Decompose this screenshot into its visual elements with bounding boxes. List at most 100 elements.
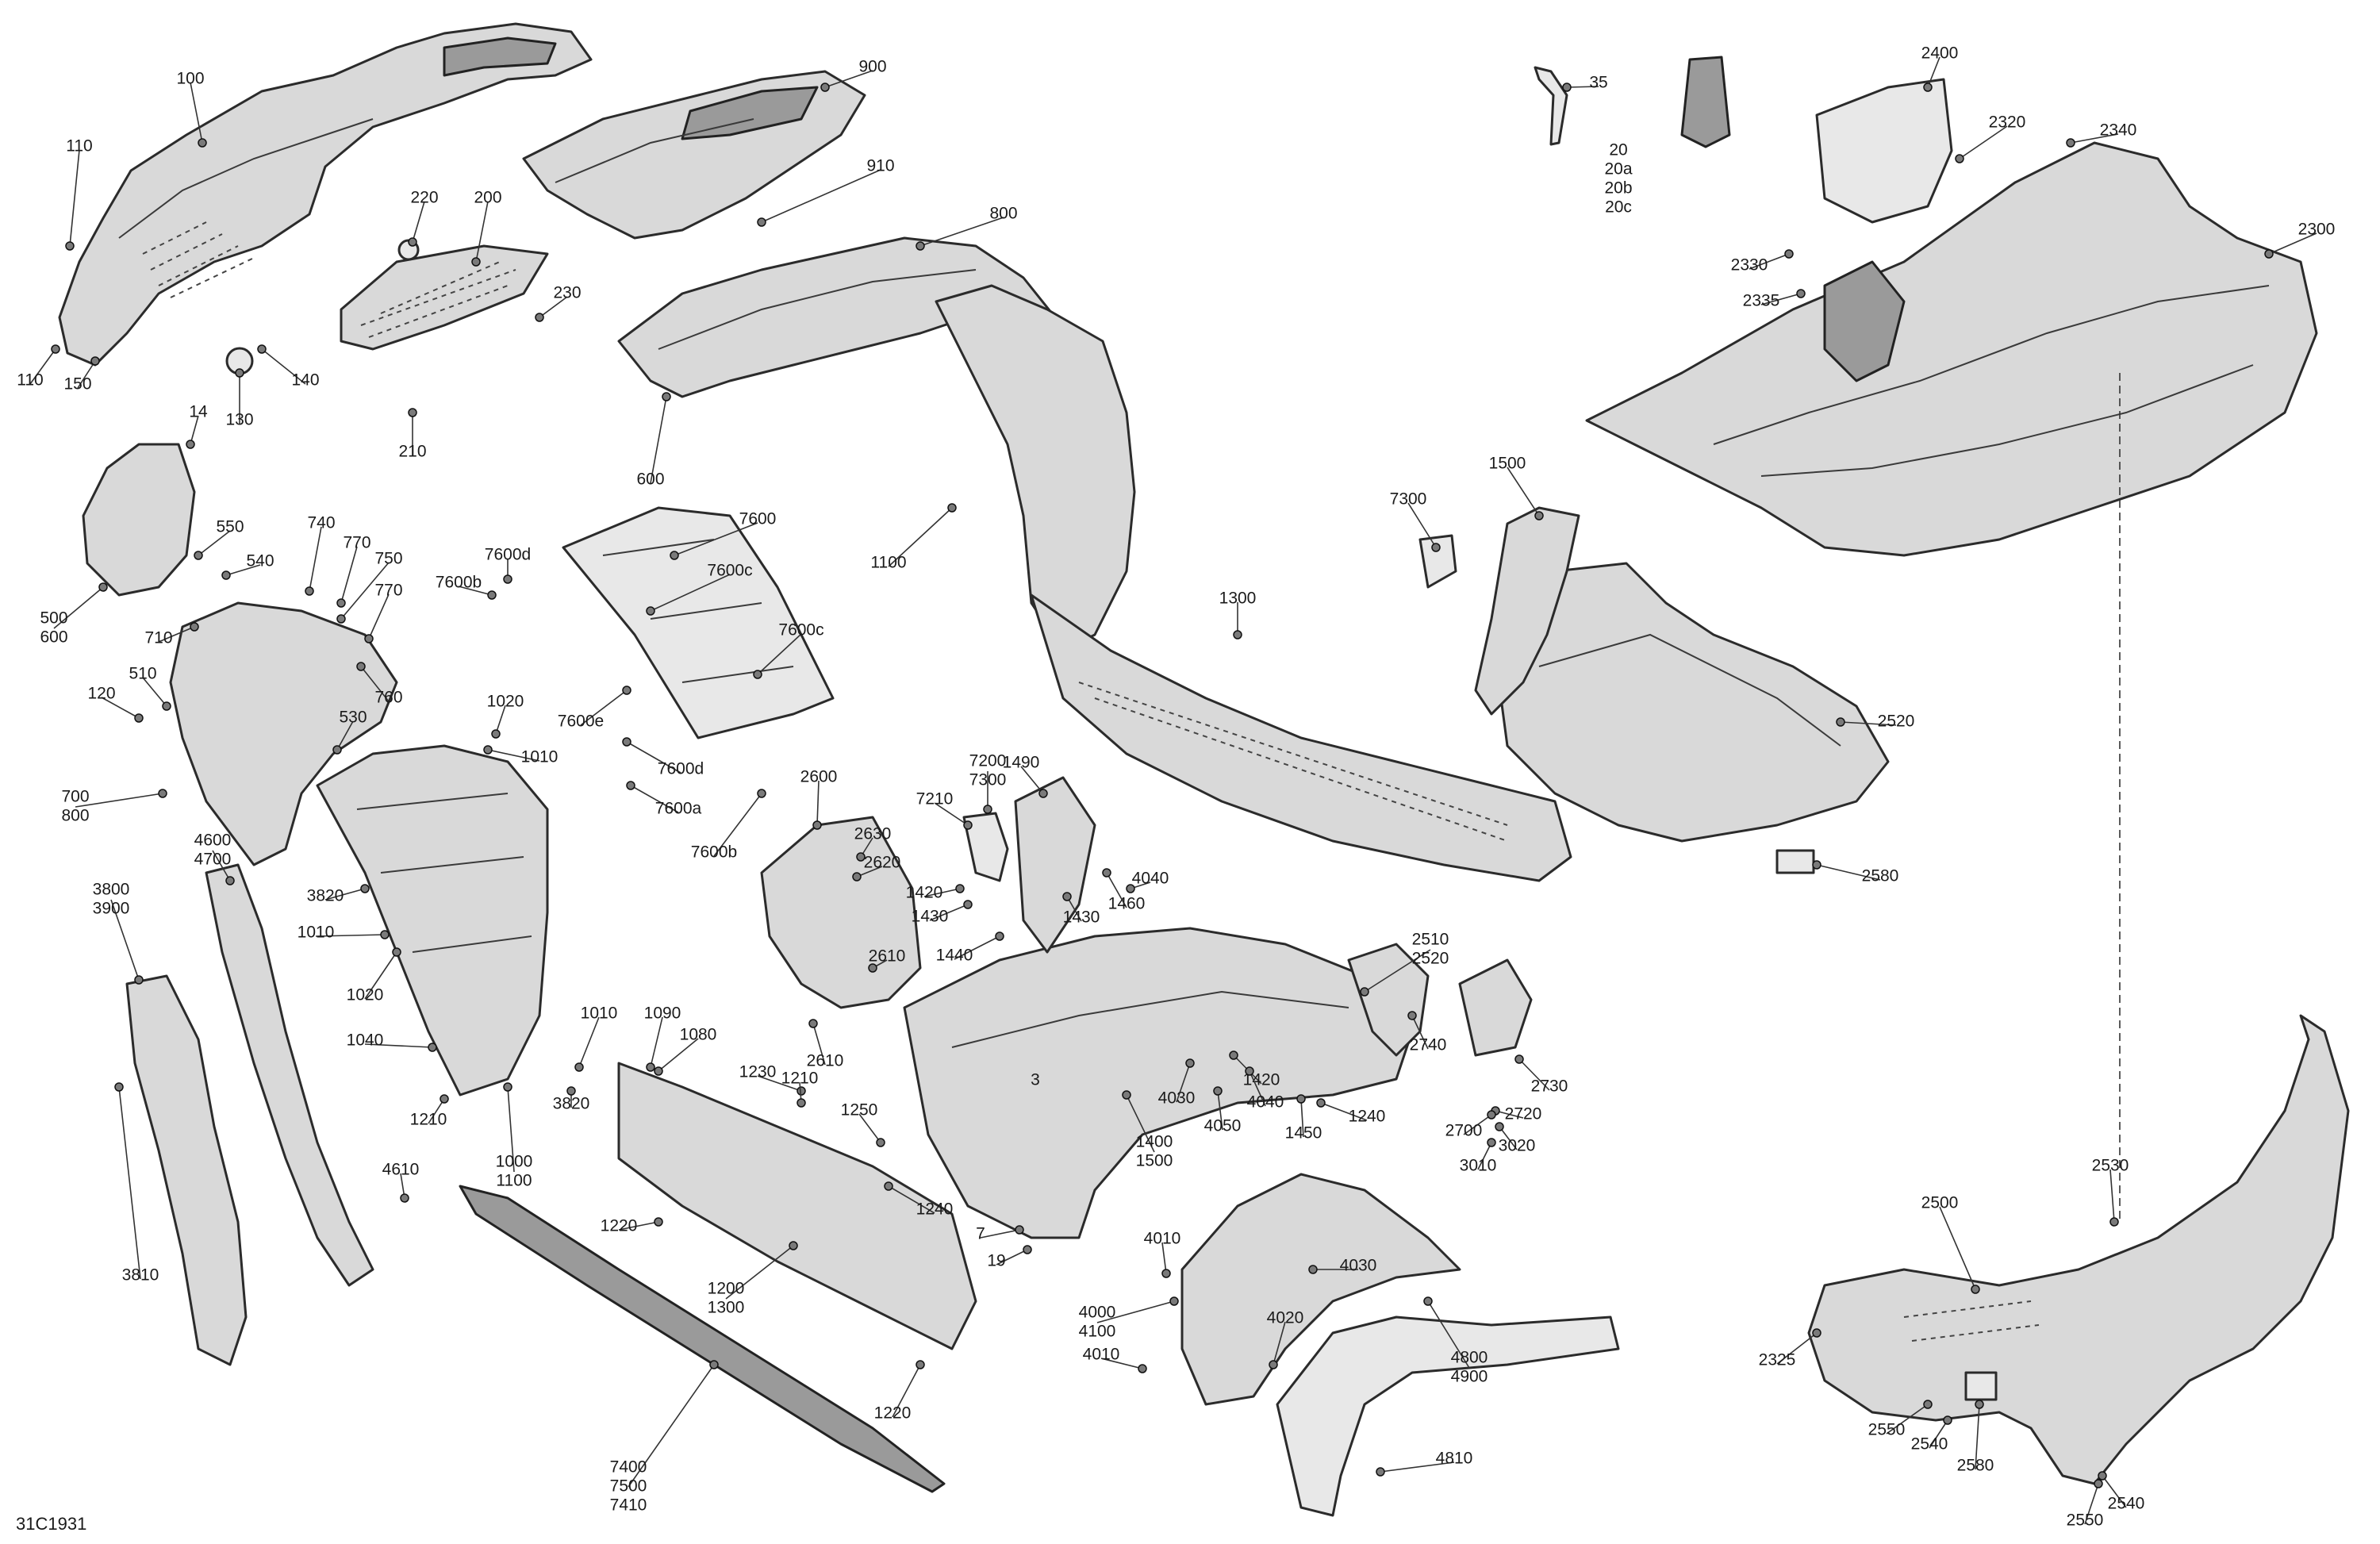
callout-label: 740 (307, 514, 335, 532)
fastener-marker (1955, 154, 1964, 163)
leader-line (1749, 253, 1790, 270)
callout-2720: 2720 (1491, 1105, 1541, 1123)
callout-label: 2520 (1412, 950, 1449, 968)
leader-line (628, 1364, 715, 1488)
leader-line (198, 530, 231, 556)
callout-label: 2730 (1531, 1077, 1568, 1096)
callout-label: 2540 (1911, 1435, 1948, 1454)
callout-2340: 2340 (2066, 121, 2136, 148)
fastener-marker (440, 1094, 449, 1104)
callout-2300: 2300 (2264, 221, 2336, 259)
callout-130: 130 (225, 368, 254, 429)
leader-line (487, 749, 540, 762)
callout-2620: 2620 (852, 854, 900, 881)
fastener-marker (1423, 1296, 1433, 1306)
fastener-marker (852, 872, 862, 881)
callout-label: 2320 (1989, 113, 2026, 132)
callout-2540: 2540 (1911, 1415, 1952, 1454)
fastener-marker (812, 820, 822, 830)
callout-label: 4600 (194, 832, 232, 850)
callout-label: 4040 (1247, 1093, 1284, 1112)
leader-line (580, 689, 628, 726)
callout-label: 1440 (936, 947, 973, 965)
callout-140: 140 (257, 344, 320, 390)
fastener-marker (503, 574, 512, 584)
callout-510: 510 (129, 665, 171, 711)
callout-1220: 1220 (601, 1217, 663, 1235)
leader-line (658, 1038, 699, 1072)
fastener-marker (186, 440, 195, 449)
leader-line (1364, 949, 1431, 993)
callout-label: 4040 (1132, 870, 1169, 888)
callout-7300: 7300 (1390, 490, 1441, 552)
callout-3: 3 (1031, 1071, 1040, 1089)
leader-line (458, 586, 493, 596)
callout-label: 7600c (707, 562, 752, 580)
leader-line (888, 507, 953, 567)
callout-910: 910 (757, 157, 895, 227)
callout-label: 1250 (841, 1101, 878, 1120)
callout-14: 14 (186, 403, 208, 449)
part-bracket-2700 (1458, 958, 1533, 1057)
part-hood-cover (522, 70, 866, 240)
callout-label: 7 (976, 1225, 985, 1243)
fastener-marker (1185, 1058, 1195, 1068)
part-storage-bag (1680, 56, 1731, 148)
callout-label: 2550 (1868, 1421, 1906, 1439)
callout-710: 710 (144, 622, 199, 647)
fastener-marker (1126, 884, 1135, 893)
callout-label: 4010 (1083, 1346, 1120, 1364)
callout-1300: 1300 (1219, 590, 1256, 639)
fastener-marker (1407, 1011, 1417, 1020)
fastener-marker (1245, 1066, 1254, 1076)
callout-1240: 1240 (1316, 1098, 1385, 1126)
callout-7600c: 7600c (646, 562, 753, 616)
callout-label: 2335 (1743, 292, 1780, 310)
fastener-marker (336, 614, 346, 624)
callout-2580: 2580 (1957, 1400, 1994, 1475)
callout-label: 4030 (1340, 1257, 1377, 1275)
part-cargo-box (1585, 141, 2318, 557)
callout-1450: 1450 (1285, 1094, 1322, 1143)
fastener-marker (1836, 717, 1845, 727)
callout-4010: 4010 (1083, 1346, 1147, 1373)
leader-line (713, 793, 762, 857)
leader-line (315, 934, 386, 937)
callout-label: 1240 (916, 1200, 954, 1219)
callout-label: 20 (1609, 141, 1627, 159)
callout-7600e: 7600e (558, 686, 631, 731)
fastener-marker (332, 745, 342, 755)
callout-label: 800 (61, 807, 89, 825)
callout-1010: 1010 (298, 924, 390, 942)
leader-line (929, 904, 969, 921)
callout-2530: 2530 (2092, 1157, 2129, 1227)
callout-label: 2580 (1862, 867, 1899, 885)
part-footrest (617, 1062, 977, 1350)
callout-2540: 2540 (2098, 1471, 2144, 1513)
callout-4010: 4010 (1144, 1230, 1180, 1278)
leader-line (1380, 1461, 1455, 1473)
fastener-marker (876, 1138, 885, 1147)
leader-line (412, 201, 425, 243)
callout-label: 2300 (2298, 221, 2336, 239)
callout-label: 1230 (739, 1063, 777, 1081)
callout-label: 210 (398, 443, 426, 461)
callout-label: 7600c (778, 621, 823, 639)
leader-line (1477, 1142, 1492, 1170)
leader-line (980, 1229, 1020, 1239)
part-bracket-3800 (125, 974, 248, 1366)
fastener-marker (916, 241, 925, 251)
leader-line (77, 360, 96, 389)
fastener-marker (646, 606, 655, 616)
callout-label: 230 (553, 284, 581, 302)
callout-7600a: 7600a (626, 781, 702, 818)
leader-line (1066, 896, 1082, 922)
part-bracket-4600 (205, 863, 374, 1287)
leader-line (858, 1113, 881, 1143)
fastener-marker (114, 1082, 124, 1092)
leader-line (1217, 1090, 1223, 1131)
reference-code: 31C1931 (16, 1514, 86, 1534)
callout-label: 4100 (1079, 1323, 1116, 1341)
